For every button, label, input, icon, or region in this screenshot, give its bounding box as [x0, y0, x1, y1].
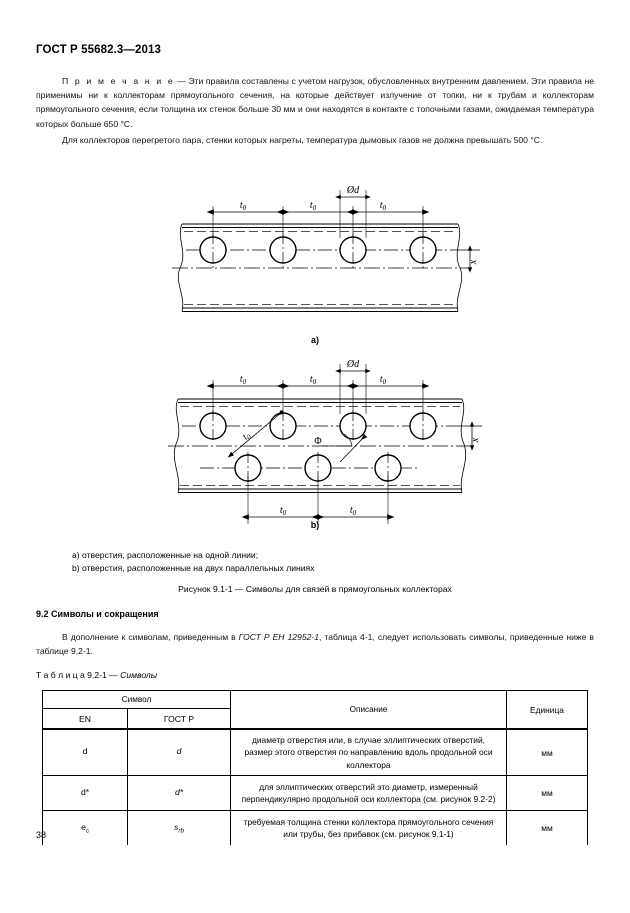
cell-unit: мм [506, 810, 588, 846]
symbol-en-text: d [82, 746, 88, 757]
note-body: — Эти правила составлены с учетом нагруз… [36, 76, 595, 129]
section-body-part1: В дополнение к символам, приведенным в [62, 632, 239, 642]
figure-legend-a: a) отверстия, расположенные на одной лин… [72, 550, 259, 560]
cell-symbol-en: d [42, 728, 128, 777]
table-caption-prefix: Т а б л и ц а 9.2-1 — [36, 670, 121, 680]
cell-symbol-gost: srb [127, 810, 231, 846]
section-body-part2: , таблица 4-1, следует использовать симв… [36, 632, 594, 657]
svg-text:Φ: Φ [314, 436, 321, 447]
header-gost: ГОСТ Р [127, 708, 231, 730]
cell-unit: мм [506, 728, 588, 777]
svg-text:t0: t0 [280, 505, 287, 517]
figure-9-1-1: t0 t0 t0 Ød x a) [0, 180, 630, 540]
table-row: ec srb требуемая толщина стенки коллекто… [42, 810, 588, 846]
cell-symbol-gost: d* [127, 775, 231, 812]
table-row: d d диаметр отверстия или, в случае элли… [42, 728, 588, 777]
figure-panel-a-label: a) [310, 335, 319, 345]
page-number: 38 [36, 830, 47, 840]
svg-text:t0: t0 [310, 200, 317, 212]
svg-text:t0: t0 [240, 200, 247, 212]
table-caption: Т а б л и ц а 9.2-1 — Символы [36, 670, 157, 680]
symbols-table: Символ Описание Единица EN ГОСТ Р d d ди… [42, 690, 588, 846]
header-description: Описание [230, 690, 507, 730]
figure-legend: a) отверстия, расположенные на одной лин… [72, 549, 315, 576]
symbols-table-body: d d диаметр отверстия или, в случае элли… [42, 728, 588, 846]
svg-text:x: x [468, 259, 479, 265]
header-symbol-group: Символ [42, 690, 231, 709]
figure-panel-b-drawing: t0 t0 t0 Ød t0 t0 x t0 Φ [168, 359, 482, 524]
figure-legend-b: b) отверстия, расположенные на двух пара… [72, 563, 315, 574]
svg-text:t0: t0 [380, 374, 387, 386]
svg-text:Ød: Ød [346, 185, 360, 196]
section-heading-9-2: 9.2 Символы и сокращения [36, 609, 159, 619]
svg-text:t0: t0 [380, 200, 387, 212]
section-body-reference: ГОСТ Р ЕН 12952-1 [238, 632, 320, 642]
svg-text:Ød: Ød [346, 359, 360, 370]
table-caption-title: Символы [120, 670, 158, 680]
cell-symbol-gost: d [127, 728, 231, 777]
cell-symbol-en: ec [42, 810, 128, 846]
symbol-en-text: d* [80, 786, 90, 797]
symbol-gost-text: d* [174, 786, 184, 797]
table-header-row-1: Символ Описание Единица [42, 690, 588, 730]
note-paragraph: П р и м е ч а н и е — Эти правила состав… [36, 74, 594, 131]
table-row: d* d* для эллиптических отверстий это ди… [42, 775, 588, 812]
figure-panel-b-label: b) [310, 520, 320, 530]
cell-unit: мм [506, 775, 588, 812]
cell-symbol-en: d* [42, 775, 128, 812]
note-paragraph-2: Для коллекторов перегретого пара, стенки… [62, 135, 543, 145]
svg-text:t0: t0 [240, 430, 253, 444]
symbol-gost-sub: rb [178, 827, 184, 835]
symbols-table-head: Символ Описание Единица EN ГОСТ Р [42, 690, 588, 730]
svg-text:t0: t0 [310, 374, 317, 386]
table-header-row-2: EN ГОСТ Р [42, 708, 588, 730]
svg-text:t0: t0 [240, 374, 247, 386]
figure-caption: Рисунок 9.1-1 — Символы для связей в пря… [178, 584, 452, 594]
header-unit: Единица [506, 690, 588, 730]
svg-text:x: x [470, 437, 481, 443]
section-body-paragraph: В дополнение к символам, приведенным в Г… [36, 630, 594, 658]
figure-panel-a-drawing: t0 t0 t0 Ød x [172, 185, 480, 312]
cell-description: требуемая толщина стенки коллектора прям… [230, 810, 507, 846]
header-en: EN [42, 708, 128, 730]
cell-description: диаметр отверстия или, в случае эллиптич… [230, 728, 507, 777]
document-header: ГОСТ Р 55682.3—2013 [36, 44, 161, 56]
svg-text:t0: t0 [350, 505, 357, 517]
note-label: П р и м е ч а н и е [62, 76, 175, 86]
symbol-en-sub: c [85, 827, 89, 835]
symbol-en-text: e [81, 821, 86, 832]
cell-description: для эллиптических отверстий это диаметр,… [230, 775, 507, 812]
symbol-gost-text: d [176, 746, 182, 757]
symbol-gost-text: s [174, 821, 179, 832]
